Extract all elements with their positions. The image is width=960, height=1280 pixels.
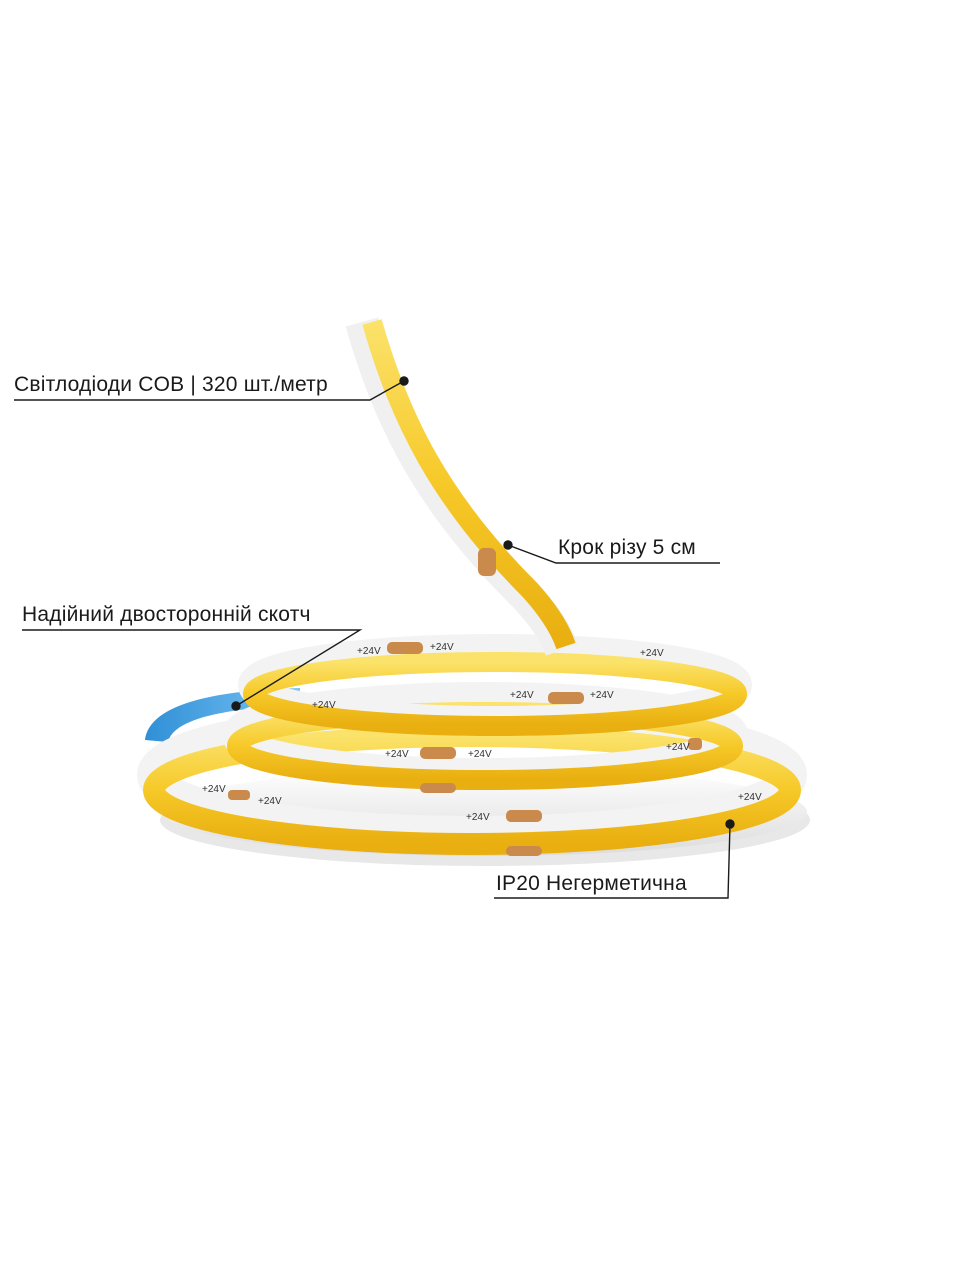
leader-cut [507,544,720,564]
callout-ip-rating: IP20 Негерметична [496,872,687,895]
marking-voltage: +24V [312,700,336,711]
marking-voltage: +24V [430,642,454,653]
marking-voltage: +24V [357,646,381,657]
marking-voltage: +24V [468,749,492,760]
leader-tape [22,629,363,707]
marking-voltage: +24V [510,690,534,701]
marking-voltage: +24V [640,648,664,659]
callout-cob-leds: Світлодіоди COB | 320 шт./метр [14,373,328,396]
marking-voltage: +24V [258,796,282,807]
marking-voltage: +24V [466,812,490,823]
strip-rising [345,317,579,657]
marking-voltage: +24V [202,784,226,795]
callout-leaders [14,376,735,899]
voltage-markings: +24V +24V +24V +24V +24V +24V +24V +24V … [202,642,762,823]
marking-voltage: +24V [738,792,762,803]
strip-loop-inner [238,634,752,736]
callout-cut-step: Крок різу 5 см [558,536,696,559]
copper-pads [228,548,702,856]
callout-adhesive-tape: Надійний двосторонній скотч [22,603,311,626]
leader-cob [14,380,405,401]
marking-voltage: +24V [590,690,614,701]
leader-ip [494,823,731,899]
marking-voltage: +24V [666,742,690,753]
marking-voltage: +24V [385,749,409,760]
